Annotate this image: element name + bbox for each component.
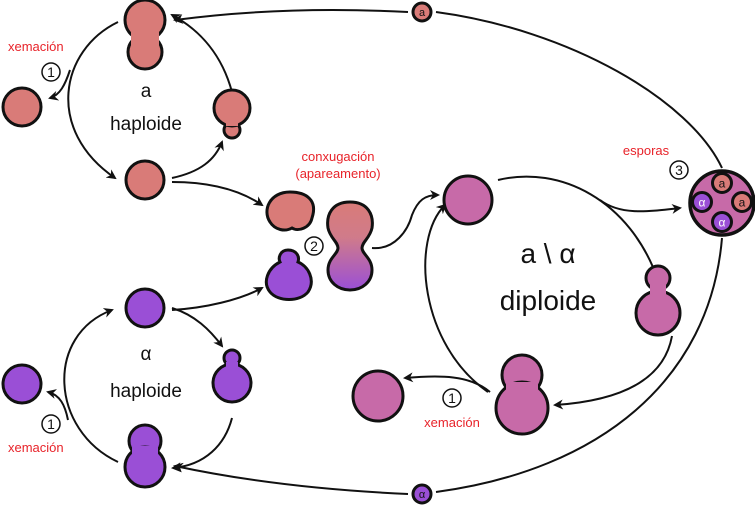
arrow-zygote-to-diploid — [371, 190, 440, 250]
ascus: a α a α — [688, 169, 755, 237]
spores-label: esporas — [623, 143, 670, 158]
path-spore-a-return-right — [435, 11, 723, 169]
haploid-a-cells — [1, 0, 252, 201]
haploid-alpha-type-label: α — [141, 344, 152, 365]
step-1-badge-a: 1 — [41, 62, 61, 82]
step-1-badge-alpha: 1 — [41, 414, 61, 434]
arrow-a-to-mating — [171, 181, 264, 207]
cell-a-top-budding — [123, 0, 167, 71]
path-spore-a-return-left — [173, 9, 409, 24]
step-3-badge: 3 — [669, 160, 689, 180]
diploid-cells — [351, 174, 682, 436]
spore-top: a — [711, 172, 733, 194]
cell-a-daughter — [1, 86, 43, 128]
haploid-alpha-ploidy-label: haploide — [110, 381, 182, 402]
cell-alpha-top — [124, 287, 166, 329]
cell-diploid-small-bud — [634, 264, 682, 337]
svg-text:3: 3 — [675, 162, 683, 178]
budding-label-alpha: xemación — [8, 440, 64, 455]
svg-text:α: α — [419, 489, 426, 501]
arrow-diploid-top-to-bud — [497, 175, 661, 282]
cell-a-bottom — [124, 159, 166, 201]
arrow-diploid-bud-to-bottom — [553, 335, 673, 410]
arrow-a-top-to-bottom — [67, 21, 119, 180]
step-1-badge-diploid: 1 — [442, 388, 462, 408]
arrow-alpha-bottom-to-top — [63, 308, 119, 463]
cell-alpha-daughter — [1, 363, 43, 405]
haploid-alpha-cells — [1, 287, 253, 489]
spore-bottom: α — [711, 211, 733, 233]
cell-diploid-top — [442, 174, 494, 226]
svg-text:1: 1 — [47, 64, 55, 80]
arrow-a-bottom-to-bud — [171, 140, 224, 179]
svg-text:1: 1 — [448, 390, 456, 406]
svg-text:α: α — [719, 216, 726, 230]
svg-text:a: a — [739, 196, 746, 210]
cell-diploid-daughter — [351, 369, 405, 423]
arrow-a-budding-release — [48, 69, 71, 101]
mating-label-line2: (apareamento) — [295, 166, 380, 181]
return-spore-a: a — [411, 1, 433, 23]
arrow-diploid-bottom-to-top — [424, 203, 489, 393]
cell-alpha-small-bud — [211, 348, 253, 404]
cell-zygote — [326, 200, 374, 292]
diploid-type-label: a \ α — [520, 238, 575, 269]
arrow-alpha-top-to-bud — [171, 307, 224, 348]
step-2-badge: 2 — [304, 236, 324, 256]
budding-label-a: xemación — [8, 39, 64, 54]
svg-text:α: α — [699, 196, 706, 210]
cell-a-shmoo — [265, 190, 315, 232]
arrow-diploid-budding-release — [403, 372, 491, 393]
svg-text:a: a — [719, 177, 726, 191]
arrow-alpha-budding-release — [46, 389, 69, 421]
mating-label-line1: conxugación — [302, 149, 375, 164]
svg-text:2: 2 — [310, 238, 318, 254]
arrow-alpha-to-mating — [171, 287, 264, 311]
svg-text:1: 1 — [47, 416, 55, 432]
svg-text:a: a — [419, 7, 426, 19]
spore-right: a — [731, 191, 753, 213]
cell-alpha-shmoo — [264, 248, 313, 301]
cell-alpha-bottom-budding — [123, 423, 167, 489]
arrow-diploid-to-spores — [599, 199, 682, 214]
cell-diploid-bottom-budding — [494, 353, 550, 436]
path-spore-alpha-return-left — [173, 462, 409, 495]
path-spore-alpha-return-right — [435, 237, 723, 493]
arrow-a-bud-to-top — [170, 14, 233, 93]
haploid-a-ploidy-label: haploide — [110, 114, 182, 135]
mating-cells — [264, 190, 374, 301]
diploid-ploidy-label: diploide — [500, 285, 597, 316]
cell-a-small-bud — [212, 88, 252, 140]
arrow-alpha-bud-to-bottom — [171, 417, 233, 473]
haploid-a-type-label: a — [141, 81, 152, 102]
spore-left: α — [691, 191, 713, 213]
return-spore-alpha: α — [411, 483, 433, 505]
budding-label-diploid: xemación — [424, 415, 480, 430]
